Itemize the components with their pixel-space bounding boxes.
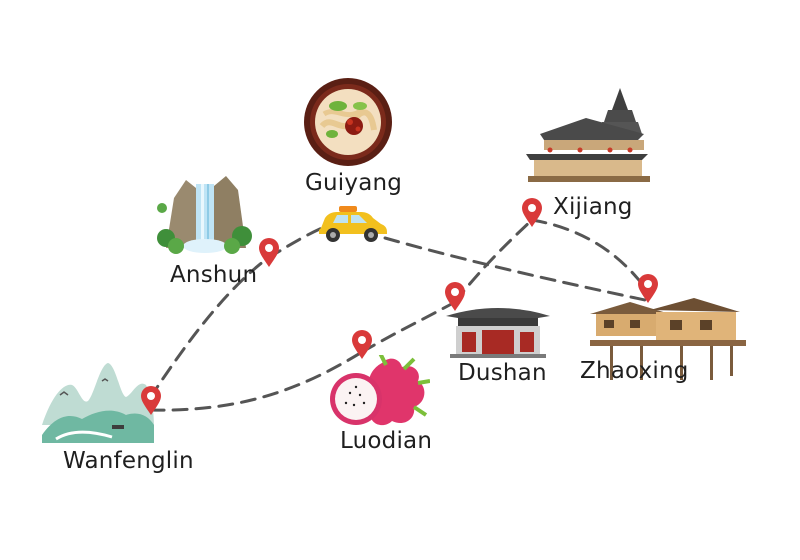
taxi-car-icon bbox=[319, 206, 387, 242]
place-label-zhaoxing[interactable]: Zhaoxing bbox=[580, 358, 689, 384]
waterfall-icon bbox=[157, 176, 252, 254]
drum-tower-icon bbox=[526, 88, 650, 182]
place-label-guiyang[interactable]: Guiyang bbox=[305, 170, 403, 196]
route-wanfenglin-luodian bbox=[148, 350, 364, 412]
noodle-bowl-icon bbox=[304, 78, 392, 166]
place-label-xijiang[interactable]: Xijiang bbox=[553, 194, 633, 220]
place-label-wanfenglin[interactable]: Wanfenglin bbox=[63, 448, 194, 474]
map-pin-icon[interactable] bbox=[637, 274, 659, 304]
map-pin-icon[interactable] bbox=[351, 330, 373, 360]
map-pin-icon[interactable] bbox=[444, 282, 466, 312]
karst-mountains-icon bbox=[42, 363, 154, 443]
route-luodian-dushan bbox=[360, 300, 457, 354]
place-label-anshun[interactable]: Anshun bbox=[170, 262, 258, 288]
map-pin-icon[interactable] bbox=[258, 238, 280, 268]
route-guiyang-zhaoxing bbox=[383, 236, 647, 302]
route-wanfenglin-anshun bbox=[148, 256, 270, 400]
stilt-houses-icon bbox=[590, 298, 746, 380]
place-label-luodian[interactable]: Luodian bbox=[340, 428, 433, 454]
map-pin-icon[interactable] bbox=[140, 386, 162, 416]
place-label-dushan[interactable]: Dushan bbox=[458, 360, 547, 386]
dragon-fruit-icon bbox=[330, 355, 430, 426]
route-dushan-xijiang bbox=[453, 218, 534, 304]
route-xijiang-zhaoxing bbox=[530, 218, 650, 294]
map-pin-icon[interactable] bbox=[521, 198, 543, 228]
pavilion-gate-icon bbox=[446, 308, 550, 358]
